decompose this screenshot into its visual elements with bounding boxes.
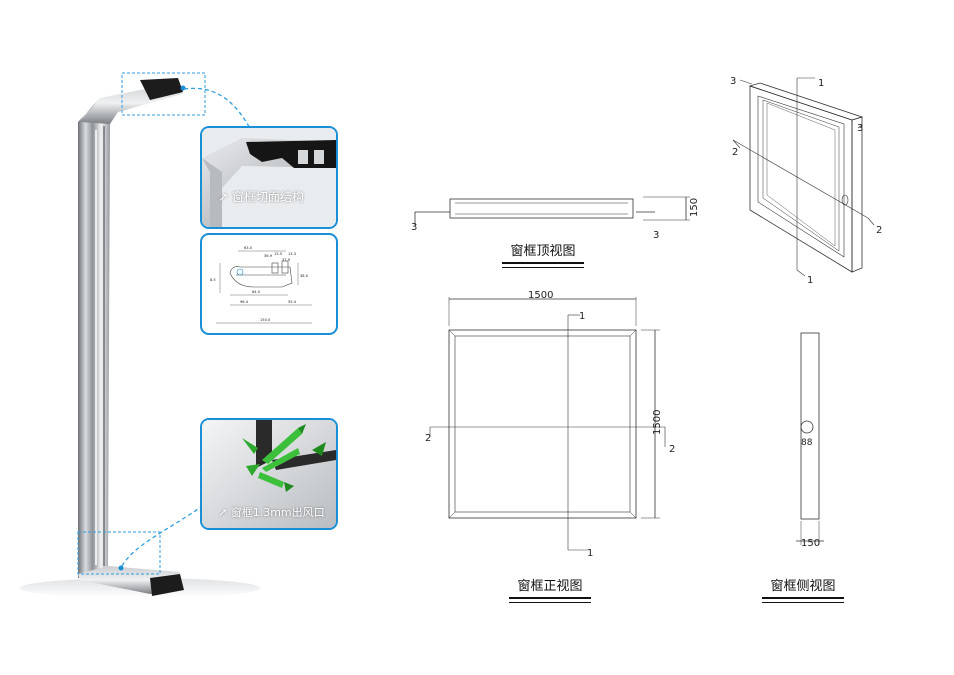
profile-cross-section: 63.0 36.9 13.5 37.9 13.3 8.5 38.0 84.0 9… [210,246,312,324]
front-view-outer-frame [448,329,637,519]
frame-vertical-bar [78,98,120,578]
front-view-inner-frame [454,335,631,513]
iso-glass-edge [766,102,836,247]
section-callout-text: 窗框切面结构 [231,190,304,204]
iso-view-drawing [732,77,875,277]
front-view-width-label: 1500 [528,290,553,301]
iso-side-face [851,116,863,273]
iso-marker-bottom: 1 [807,275,813,286]
top-view-title-text: 窗框顶视图 [510,244,576,259]
profile-dim: 13.5 [274,252,282,256]
section-closeup-image [202,128,336,227]
top-detail-focus-box [121,72,206,116]
iso-marker-top-left: 3 [730,76,736,87]
iso-section-tick [857,124,863,129]
front-view-height-label: 1500 [652,410,663,435]
frame-bottom-end-cap [150,574,184,596]
airflow-arrow-icon [262,428,302,464]
front-view-marker-bottom: 1 [587,548,593,559]
profile-dim: 38.0 [300,274,309,278]
profile-dim: 84.0 [252,290,261,294]
iso-section-tick [739,79,753,85]
arrow-icon: ↗ [218,506,228,519]
side-view-title-text: 窗框侧视图 [770,579,836,594]
top-view-drawing [414,196,690,225]
iso-section-tick [732,139,741,149]
front-view-corner-miter [448,511,456,519]
airflow-arrow-icon [258,472,284,488]
profile-dim: 13.3 [288,252,296,256]
side-view-profile [800,332,820,520]
frame-top-end-cap [140,78,183,100]
iso-inner-frame [757,95,845,258]
iso-marker-right: 2 [876,225,882,236]
section-leader-line [183,87,253,133]
airflow-arrow-icon [312,442,326,456]
iso-marker-left: 2 [732,147,738,158]
arrow-icon: ↗ [218,190,229,204]
front-view-corner-miter [629,511,637,519]
profile-dim: 96.4 [240,300,249,304]
section-structure-callout: ↗ 窗框切面结构 [200,126,338,229]
front-view-marker-right: 2 [669,444,675,455]
side-view-dim-150: 150 [801,538,820,549]
side-view-drawing [796,332,824,545]
profile-dim: 36.9 [264,254,273,258]
outlet-callout-text: 窗框1.3mm出风口 [230,506,325,519]
profile-dim: 150.0 [260,318,271,322]
profile-dim: 63.0 [244,246,253,250]
air-outlet-image [202,420,336,528]
front-view-corner-miter [448,329,456,337]
airflow-arrow-icon [262,448,300,472]
profile-dim: 55.4 [288,300,297,304]
top-view-profile [449,198,634,219]
outlet-callout-label: ↗ 窗框1.3mm出风口 [218,504,325,520]
bottom-detail-anchor-dot [118,565,124,571]
profile-dim: 8.5 [210,278,216,282]
top-detail-anchor-dot [180,85,186,91]
side-view-title: 窗框侧视图 [762,575,844,603]
top-view-dim-150: 150 [689,198,700,217]
top-view-title: 窗框顶视图 [502,240,584,268]
airflow-arrow-icon [242,438,258,454]
iso-section-tick [796,269,806,277]
side-view-hole [800,420,814,434]
side-view-hole-dim: 88 [801,438,813,448]
front-view-marker-left: 2 [425,433,431,444]
profile-dim: 37.9 [282,258,291,262]
bottom-detail-focus-box [77,531,161,575]
iso-section-line-2 [732,139,869,219]
iso-marker-right-top: 3 [857,123,863,134]
iso-glass-edge [762,99,840,252]
front-view-marker-top: 1 [579,311,585,322]
airflow-arrow-icon [246,464,260,476]
section-callout-label: ↗ 窗框切面结构 [218,188,304,205]
iso-section-tick [867,217,875,226]
profile-drawing-callout: 63.0 36.9 13.5 37.9 13.3 8.5 38.0 84.0 9… [200,233,338,335]
top-view-marker-left: 3 [411,222,417,233]
front-view-title: 窗框正视图 [509,575,591,603]
front-view-corner-miter [629,329,637,337]
front-view-title-text: 窗框正视图 [517,579,583,594]
air-outlet-callout: ↗ 窗框1.3mm出风口 [200,418,338,530]
iso-marker-top: 1 [818,78,824,89]
frame-render [20,78,260,598]
front-view-drawing [429,297,666,551]
top-view-marker-right: 3 [653,230,659,241]
